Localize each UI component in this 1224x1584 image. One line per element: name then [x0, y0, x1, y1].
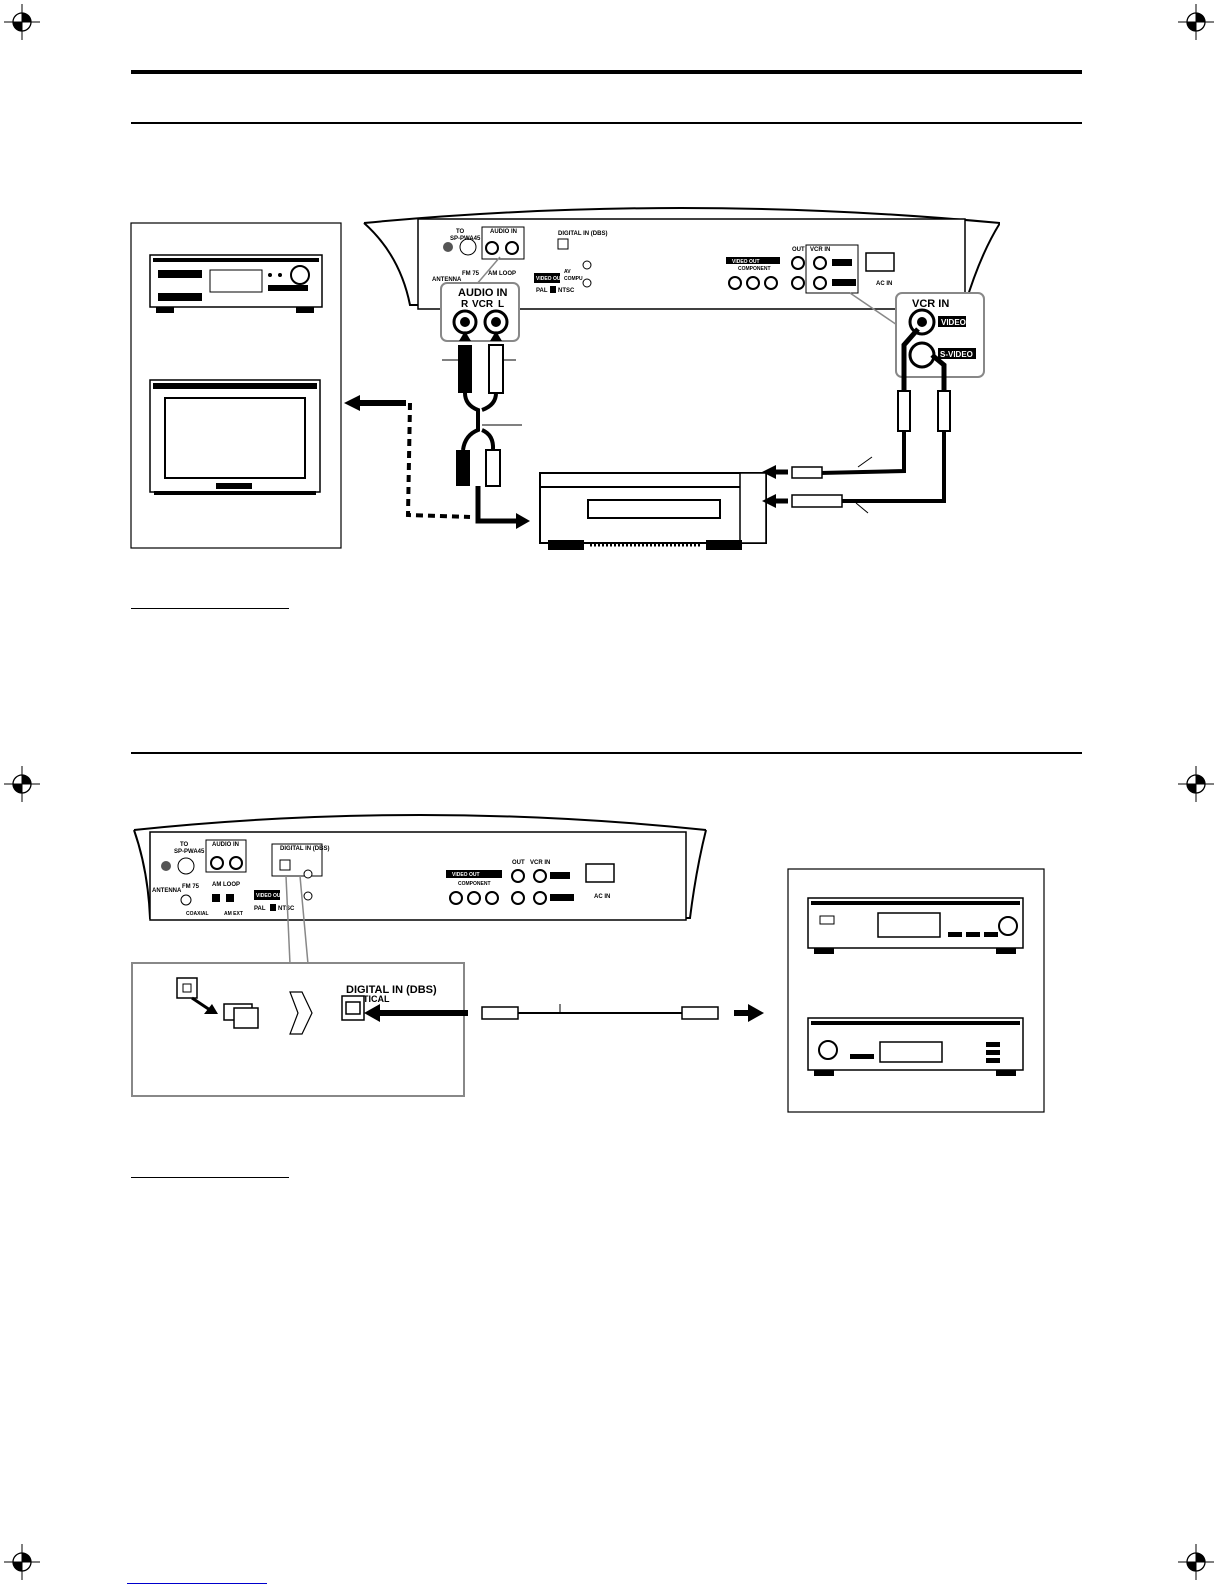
md-recorder-icon	[807, 897, 1024, 954]
registration-mark	[1178, 766, 1214, 802]
svg-text:OUT: OUT	[792, 247, 805, 253]
svg-text:NTSC: NTSC	[558, 288, 575, 294]
svg-text:ANTENNA: ANTENNA	[432, 277, 462, 283]
svg-text:PAL: PAL	[254, 906, 266, 912]
svg-text:COMPONENT: COMPONENT	[738, 266, 771, 272]
vcr-icon	[539, 472, 767, 550]
svg-text:AUDIO IN: AUDIO IN	[212, 842, 239, 848]
svg-text:VIDEO OUT: VIDEO OUT	[536, 276, 564, 282]
section2-title-rule	[131, 752, 1082, 754]
svg-text:COMPONENT: COMPONENT	[458, 881, 491, 887]
svg-text:VCR IN: VCR IN	[912, 298, 949, 310]
main-unit-rear-panel-2: TO SP-PWA45 AUDIO IN DIGITAL IN (DBS) AN…	[133, 814, 707, 921]
svg-text:L: L	[498, 299, 504, 310]
vcr-in-zoom: VCR IN VIDEO S-VIDEO	[849, 292, 985, 378]
registration-mark	[4, 766, 40, 802]
section1-title-rule	[131, 122, 1082, 124]
svg-text:VCR: VCR	[472, 299, 494, 310]
svg-text:R: R	[461, 299, 469, 310]
digital-connection-figure: TO SP-PWA45 AUDIO IN DIGITAL IN (DBS) AN…	[131, 814, 1045, 1113]
header-rule-thick	[131, 70, 1082, 74]
svg-text:VIDEO OUT: VIDEO OUT	[452, 872, 480, 878]
svg-text:AUDIO IN: AUDIO IN	[490, 229, 517, 235]
svg-text:FM 75: FM 75	[462, 271, 480, 277]
svg-text:TO: TO	[180, 842, 189, 848]
svg-text:AC IN: AC IN	[594, 894, 610, 900]
svg-text:OUT: OUT	[512, 860, 525, 866]
registration-mark	[4, 4, 40, 40]
registration-mark	[1178, 1544, 1214, 1580]
vcr-connection-figure: TO SP-PWA45 AUDIO IN DIGITAL IN (DBS) AN…	[130, 207, 1000, 550]
section2-note-underline	[131, 1177, 289, 1178]
digital-in-zoom-label: DIGITAL IN (DBS)	[346, 984, 437, 996]
svg-text:COMPU: COMPU	[564, 276, 583, 282]
svg-text:AUDIO IN: AUDIO IN	[458, 287, 508, 299]
svg-text:SP-PWA45: SP-PWA45	[450, 236, 481, 242]
section1-note-underline	[131, 608, 289, 609]
svg-text:COAXIAL: COAXIAL	[186, 911, 209, 917]
television-icon	[149, 379, 321, 495]
svg-text:DIGITAL IN (DBS): DIGITAL IN (DBS)	[558, 231, 607, 237]
dat-recorder-icon	[807, 1017, 1024, 1076]
svg-text:AM LOOP: AM LOOP	[488, 271, 516, 277]
svg-text:TO: TO	[456, 229, 465, 235]
svg-text:AM EXT: AM EXT	[224, 911, 243, 917]
svg-text:SP-PWA45: SP-PWA45	[174, 849, 205, 855]
cap-removal-illustration	[176, 977, 313, 1035]
cassette-deck-icon	[149, 254, 323, 313]
registration-mark	[1178, 4, 1214, 40]
svg-text:AC IN: AC IN	[876, 281, 892, 287]
svg-text:AM LOOP: AM LOOP	[212, 882, 240, 888]
svg-text:AV: AV	[564, 269, 571, 275]
svg-text:PAL: PAL	[536, 288, 548, 294]
registration-mark	[4, 1544, 40, 1580]
optical-cable	[481, 1004, 764, 1022]
svg-text:S-VIDEO: S-VIDEO	[940, 350, 973, 359]
video-cables	[762, 327, 951, 514]
svg-text:VCR IN: VCR IN	[810, 247, 830, 253]
svg-text:ANTENNA: ANTENNA	[152, 888, 182, 894]
svg-text:VCR IN: VCR IN	[530, 860, 550, 866]
svg-text:FM 75: FM 75	[182, 884, 200, 890]
audio-cable	[442, 331, 530, 529]
optical-zoom-label: OPTICAL	[350, 994, 390, 1004]
svg-text:VIDEO: VIDEO	[941, 318, 966, 327]
svg-text:DIGITAL IN (DBS): DIGITAL IN (DBS)	[280, 846, 329, 852]
audio-in-zoom: AUDIO IN R VCR L	[440, 256, 520, 342]
svg-text:VIDEO OUT: VIDEO OUT	[256, 893, 284, 899]
svg-text:NTSC: NTSC	[278, 906, 295, 912]
svg-text:VIDEO OUT: VIDEO OUT	[732, 259, 760, 265]
